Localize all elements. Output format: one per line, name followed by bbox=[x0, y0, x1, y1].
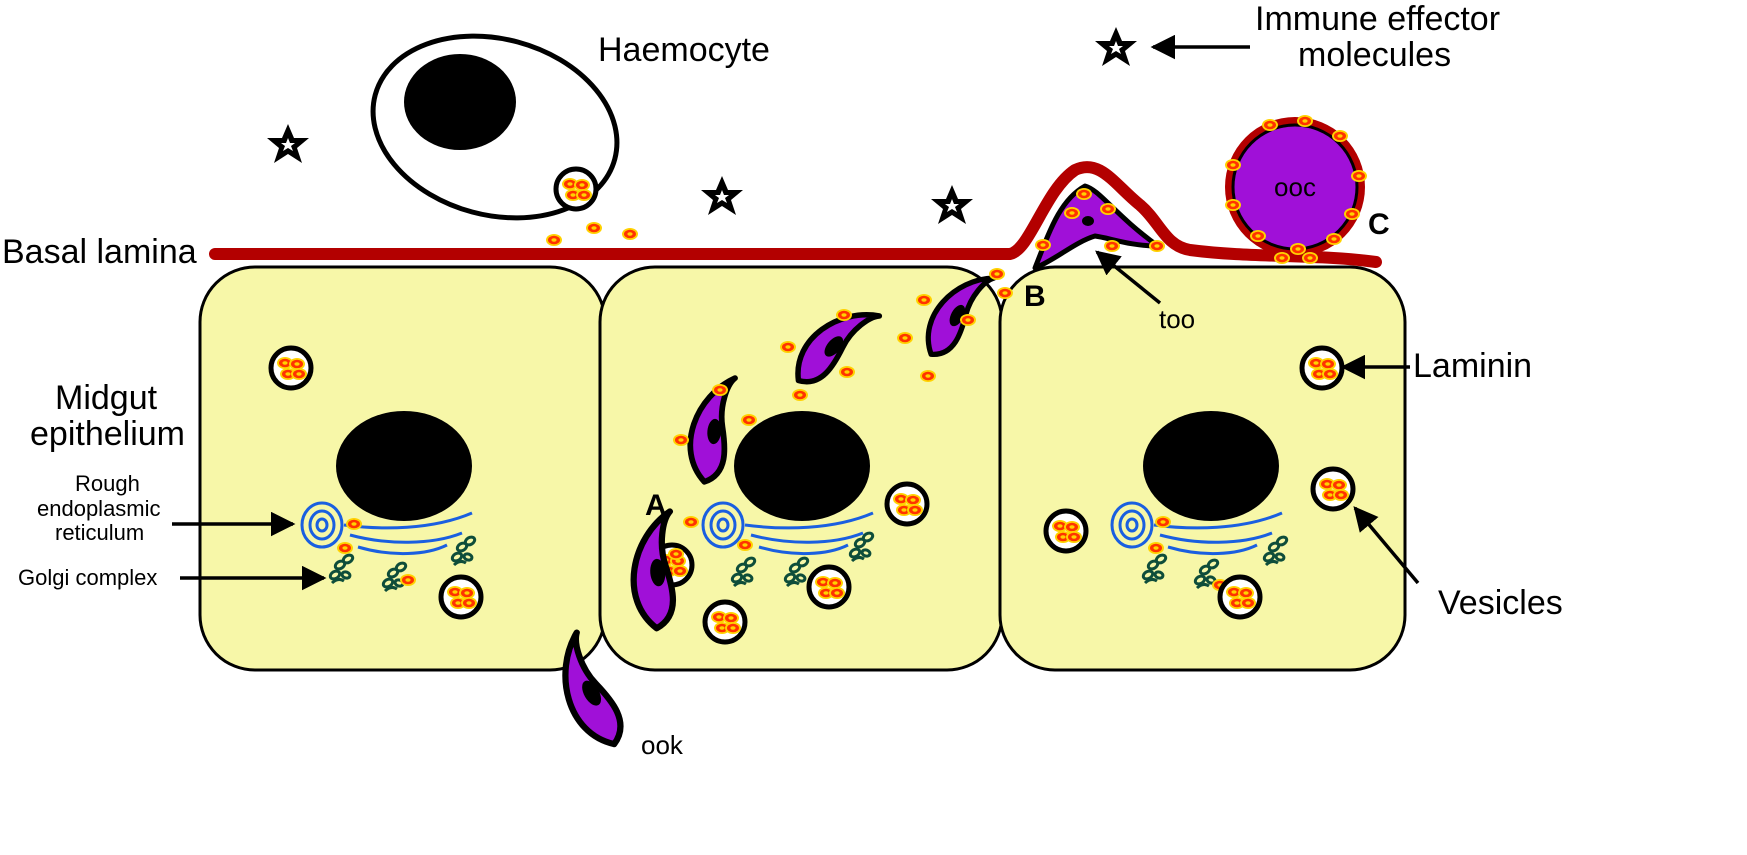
golgi-label: Golgi complex bbox=[18, 565, 157, 590]
vesicle-icon bbox=[1220, 577, 1260, 617]
vesicle-icon bbox=[1302, 348, 1342, 388]
laminin-label: Laminin bbox=[1413, 347, 1532, 385]
vesicle-icon bbox=[1046, 511, 1086, 551]
vesicle-icon bbox=[1313, 469, 1353, 509]
vesicle-icon bbox=[441, 577, 481, 617]
laminin-dots-free bbox=[546, 222, 638, 246]
ooc-label: ooc bbox=[1274, 172, 1316, 202]
haemocyte bbox=[370, 33, 620, 221]
nucleus-left bbox=[336, 411, 472, 521]
nucleus-middle bbox=[734, 411, 870, 521]
vesicles-label: Vesicles bbox=[1438, 584, 1563, 622]
too-label: too bbox=[1159, 304, 1195, 334]
immune-label-line2: molecules bbox=[1298, 36, 1451, 74]
star-icon bbox=[267, 124, 309, 163]
ook-label: ook bbox=[641, 730, 684, 760]
vesicle-icon bbox=[705, 602, 745, 642]
vesicle-icon bbox=[556, 169, 596, 209]
vesicle-icon bbox=[809, 567, 849, 607]
immune-label-line1: Immune effector bbox=[1255, 0, 1500, 38]
midgut-label-line2: epithelium bbox=[30, 415, 185, 453]
marker-a: A bbox=[645, 489, 667, 522]
star-icon bbox=[701, 176, 743, 215]
rer-label-line3: reticulum bbox=[55, 520, 144, 545]
haemocyte-label: Haemocyte bbox=[598, 31, 770, 69]
nucleus-right bbox=[1143, 411, 1279, 521]
oocyst: ooc bbox=[1225, 115, 1367, 264]
basal-lamina bbox=[209, 161, 1382, 268]
pointer-arrows bbox=[172, 34, 1420, 591]
star-icon bbox=[931, 185, 973, 224]
rer-label-line2: endoplasmic bbox=[37, 496, 161, 521]
basal-lamina-label: Basal lamina bbox=[2, 233, 197, 271]
midgut-label-line1: Midgut bbox=[55, 379, 158, 417]
vesicles-arrow bbox=[1353, 506, 1420, 585]
too-arrow bbox=[1095, 250, 1162, 305]
transforming-ookinete bbox=[1032, 183, 1165, 271]
vesicle-icon bbox=[271, 348, 311, 388]
marker-b: B bbox=[1024, 280, 1046, 313]
star-icon bbox=[1095, 27, 1137, 66]
rer-label-line1: Rough bbox=[75, 471, 140, 496]
vesicle-icon bbox=[887, 484, 927, 524]
marker-c: C bbox=[1368, 208, 1390, 241]
